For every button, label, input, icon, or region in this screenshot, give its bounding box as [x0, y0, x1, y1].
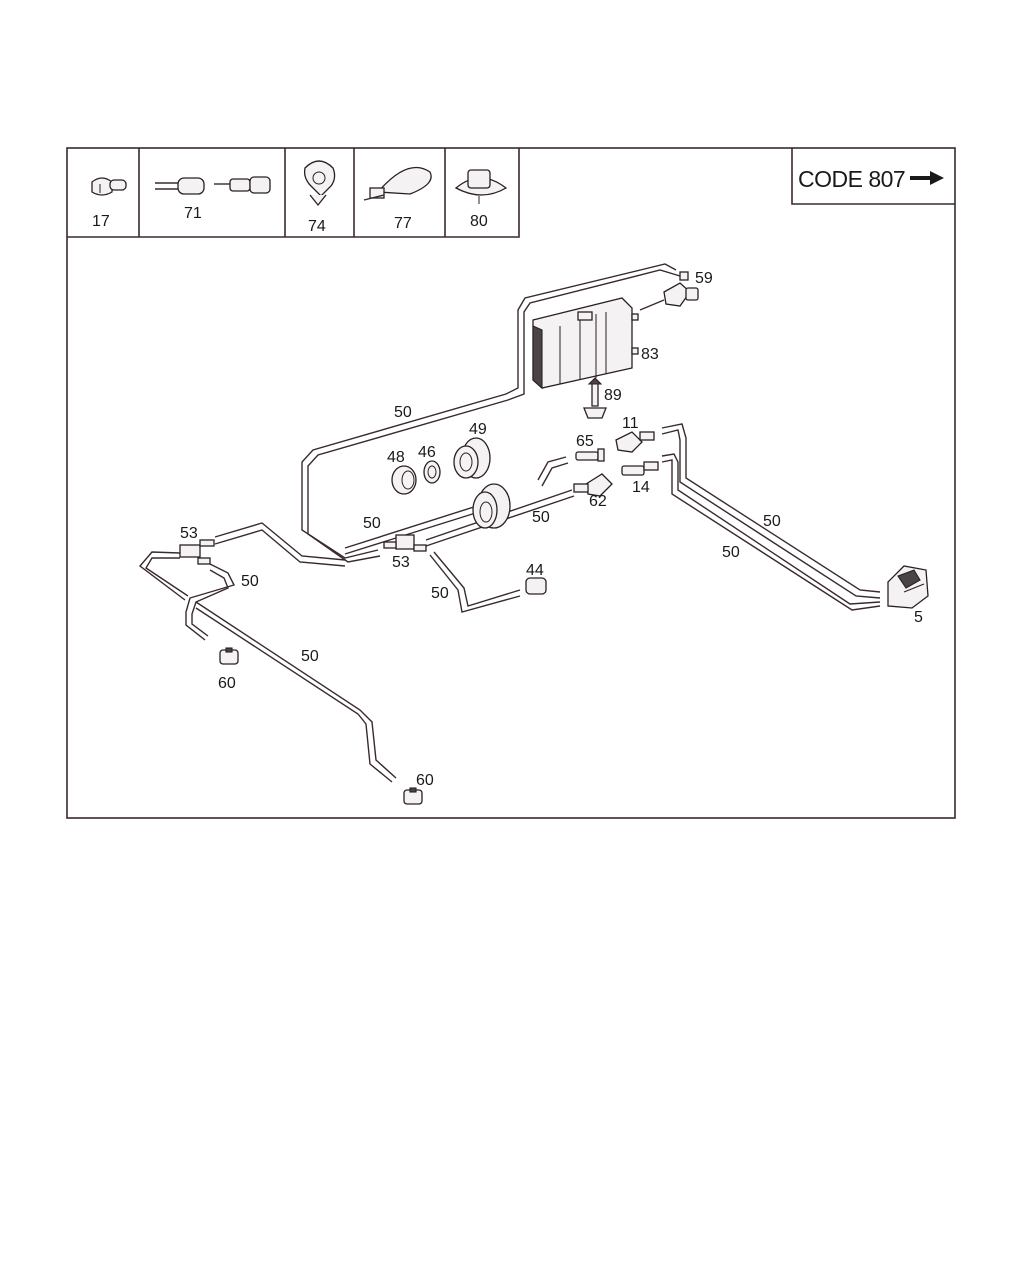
clip-nut-icon [454, 169, 508, 204]
arrow-right-icon [910, 171, 944, 185]
callout-62: 62 [589, 493, 607, 510]
ring-46 [423, 460, 441, 484]
legend-label-71: 71 [184, 205, 202, 222]
callout-50-right-upper: 50 [763, 513, 781, 530]
clip-48 [391, 465, 417, 495]
callout-60-upper: 60 [218, 675, 236, 692]
t-piece-53-center [383, 534, 427, 552]
valve-11 [615, 431, 655, 453]
callout-14: 14 [632, 479, 650, 496]
legend-strip: 17 71 74 77 80 [67, 148, 520, 238]
pipe-grommet [472, 483, 511, 529]
cap-44 [525, 577, 547, 595]
cable-tie-icon [363, 166, 432, 201]
legend-label-80: 80 [470, 213, 488, 230]
pump-5 [887, 565, 929, 609]
callout-5: 5 [914, 609, 923, 626]
legend-label-74: 74 [308, 218, 326, 235]
callout-65: 65 [576, 433, 594, 450]
callout-50-mid-right: 50 [532, 509, 550, 526]
callout-50-top: 50 [394, 404, 412, 421]
callout-53-left: 53 [180, 525, 198, 542]
code-label: CODE 807 [798, 166, 905, 192]
callout-50-right-lower: 50 [722, 544, 740, 561]
callout-59: 59 [695, 270, 713, 287]
diagram-frame [66, 147, 956, 819]
callout-50-lower-center: 50 [431, 585, 449, 602]
nipple-65 [575, 448, 605, 462]
screw-89 [583, 377, 607, 419]
callout-50-left-side: 50 [241, 573, 259, 590]
code-box: CODE 807 [791, 148, 955, 205]
legend-label-17: 17 [92, 213, 110, 230]
callout-50-long: 50 [301, 648, 319, 665]
pipe-lines [138, 263, 881, 783]
callout-89: 89 [604, 387, 622, 404]
clip-icon [303, 160, 336, 207]
callout-83: 83 [641, 346, 659, 363]
callout-labels: 59 83 89 50 49 48 46 65 11 62 14 50 50 5… [180, 270, 923, 789]
connector-60-upper [219, 647, 239, 665]
callout-46: 46 [418, 444, 436, 461]
connector-60-lower [403, 787, 423, 805]
connector-59 [663, 271, 699, 307]
grommet-49 [453, 437, 491, 479]
control-unit-83 [532, 297, 639, 390]
hose-connector-icon [155, 176, 271, 195]
push-rivet-icon [91, 177, 127, 196]
callout-50-mid-left: 50 [363, 515, 381, 532]
callout-53-center: 53 [392, 554, 410, 571]
callout-44: 44 [526, 562, 544, 579]
valve-62 [573, 473, 613, 497]
callout-11: 11 [622, 415, 639, 432]
legend-label-77: 77 [394, 215, 412, 232]
callout-48: 48 [387, 449, 405, 466]
nipple-14 [621, 461, 659, 476]
t-piece-53-left [179, 539, 215, 565]
callout-60-lower: 60 [416, 772, 434, 789]
callout-49: 49 [469, 421, 487, 438]
